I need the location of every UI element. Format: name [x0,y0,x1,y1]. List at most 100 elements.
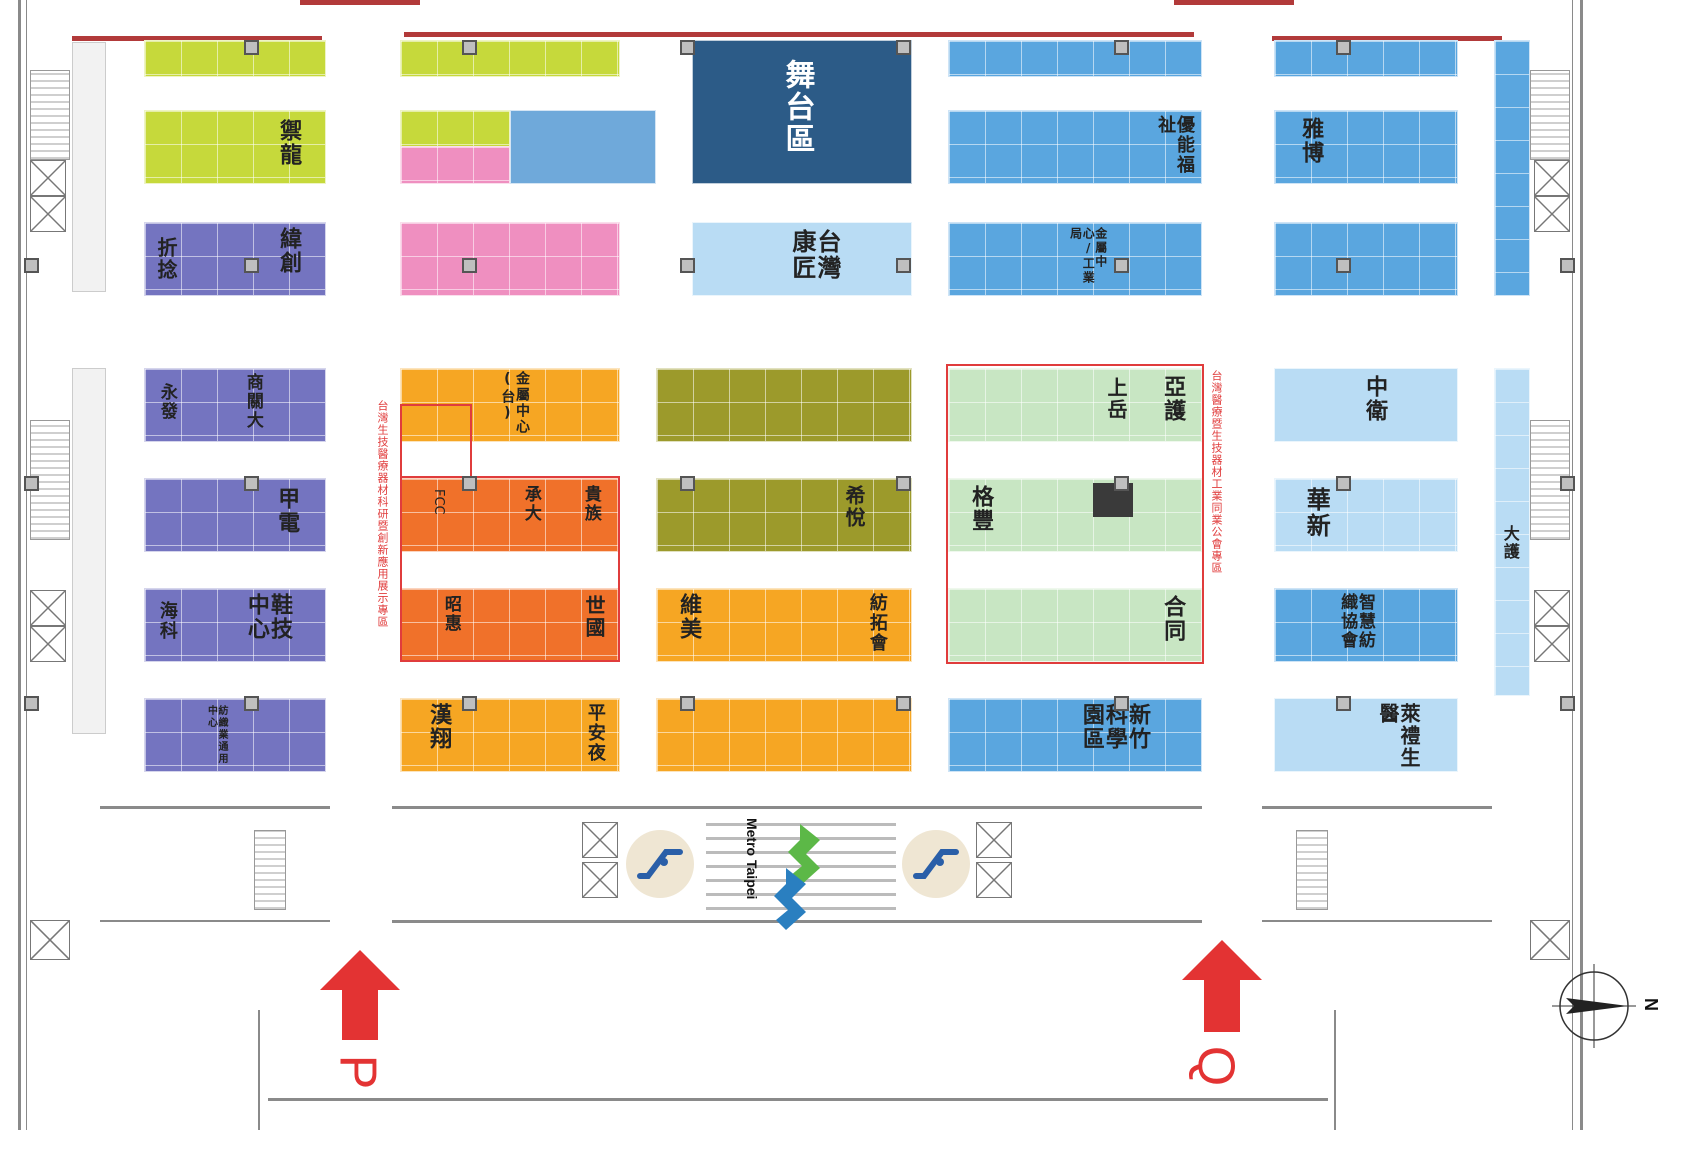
booth-olive[interactable]: 希悅 [656,478,912,552]
booth-label: 金屬中心(台) [499,371,530,435]
pillar [24,258,39,273]
booth-purple[interactable]: 紡織業通用中心 [144,698,326,772]
booth-label: 漢翔 [426,703,452,751]
pillar [1560,696,1575,711]
inner-wall-left [26,0,27,1130]
zone-annotation: 台灣醫療暨生技器材工業同業公會專區 [1210,370,1223,574]
booth-blue[interactable] [510,110,656,184]
booth-lime[interactable] [144,40,326,77]
booth-light-blue[interactable]: 萊禮生醫 [1274,698,1458,772]
compass-letter: N [1641,998,1661,1011]
booth-pink[interactable] [400,146,510,184]
entrance-arrow-q[interactable] [1182,940,1262,1032]
pillar [1336,696,1351,711]
booth-label: 大護 [1500,525,1520,561]
booth-label: 永發 [156,383,177,421]
bottom-wall [1334,1010,1336,1130]
pillar [244,40,259,55]
booth-blue[interactable] [1274,222,1458,296]
booth-lime[interactable] [400,40,620,77]
booth-light-blue[interactable]: 華新 [1274,478,1458,552]
booth-blue[interactable]: 金屬中心/工業局 [948,222,1202,296]
booth-blue[interactable]: 新竹科學園區 [948,698,1202,772]
elevator [582,822,618,858]
pillar [1560,258,1575,273]
booth-orange[interactable]: 維美 紡拓會 [656,588,912,662]
booth-label: FCC [431,489,446,515]
booth-label: 金屬中心/工業局 [1068,227,1108,285]
booth-white[interactable] [400,552,620,588]
bottom-wall [268,1098,1328,1101]
lower-right-stairs [1296,830,1328,910]
outer-wall-right [1580,0,1583,1130]
booth-label: 承大 [520,485,541,523]
pillar [24,696,39,711]
pillar [462,40,477,55]
booth-light-blue[interactable]: 中衛 [1274,368,1458,442]
booth-blue[interactable]: 雅博 [1274,110,1458,184]
lower-wall [392,806,1202,809]
booth-wistron[interactable]: 緯創 折捻 [144,222,326,296]
booth-right-strip[interactable]: 大護 [1494,368,1530,696]
left-stairs [30,70,70,160]
up-arrow-icon [320,950,400,1040]
booth-label: 維美 [676,593,702,641]
booth-olive[interactable] [656,368,912,442]
pillar [1114,258,1129,273]
booth-light-blue[interactable]: 台灣康匠 [692,222,912,296]
pillar [1560,476,1575,491]
right-stairs [1530,70,1570,160]
metro-logo-icon [774,824,820,930]
pillar [24,476,39,491]
booth-blue[interactable] [948,40,1202,77]
escalator-icon [626,830,694,898]
booth-light-green[interactable]: 亞護 上岳 [948,368,1202,442]
booth-label: 格豐 [968,485,994,533]
lower-wall [100,806,330,809]
left-corridor-strip [72,42,106,292]
booth-label: 舞台區 [779,59,815,155]
left-corridor-strip [72,368,106,734]
booth-label: 台灣康匠 [787,229,841,281]
top-door-bar [300,0,420,5]
booth-yu-long[interactable]: 禦龍 [144,110,326,184]
entrance-arrow-p[interactable] [320,950,400,1040]
booth-label: 貴族 [580,485,601,523]
inner-wall-right [1572,0,1573,1130]
left-elevator [30,626,66,662]
booth-purple[interactable]: 鞋技中心 海科 [144,588,326,662]
pillar [462,476,477,491]
booth-orange[interactable] [656,698,912,772]
compass-icon [1552,964,1636,1048]
entrance-label-q: Q [1187,1045,1246,1087]
booth-purple[interactable]: 商關大 永發 [144,368,326,442]
entrance-label-p: P [328,1054,387,1090]
booth-dark-orange[interactable]: 承大 貴族 FCC [400,478,620,552]
booth-label: 折捻 [154,237,178,281]
compass [1550,962,1640,1052]
booth-blue[interactable]: 智慧紡織協會 [1274,588,1458,662]
pillar [680,696,695,711]
outer-wall-left [18,0,21,1130]
booth-stage[interactable]: 舞台區 [692,40,912,184]
pillar [896,258,911,273]
booth-label: 紡拓會 [866,593,888,653]
booth-blue[interactable]: 優能福祉 [948,110,1202,184]
booth-dark-orange[interactable]: 世國 昭惠 [400,588,620,662]
booth-light-green[interactable]: 格豐 [948,478,1202,552]
lower-wall [392,920,1202,923]
top-door-bar [1174,0,1294,5]
booth-right-strip[interactable] [1494,40,1530,296]
pillar [1114,476,1129,491]
booth-pink[interactable] [400,222,620,296]
highlight-zone [400,404,472,478]
booth-purple[interactable]: 甲電 [144,478,326,552]
booth-light-green[interactable]: 合同 [948,588,1202,662]
pillar [896,40,911,55]
pillar [244,476,259,491]
booth-orange[interactable]: 漢翔 平安夜 [400,698,620,772]
pillar [896,476,911,491]
booth-label: 上岳 [1104,377,1128,421]
booth-blue[interactable] [1274,40,1458,77]
top-wall-bar [404,32,1194,37]
